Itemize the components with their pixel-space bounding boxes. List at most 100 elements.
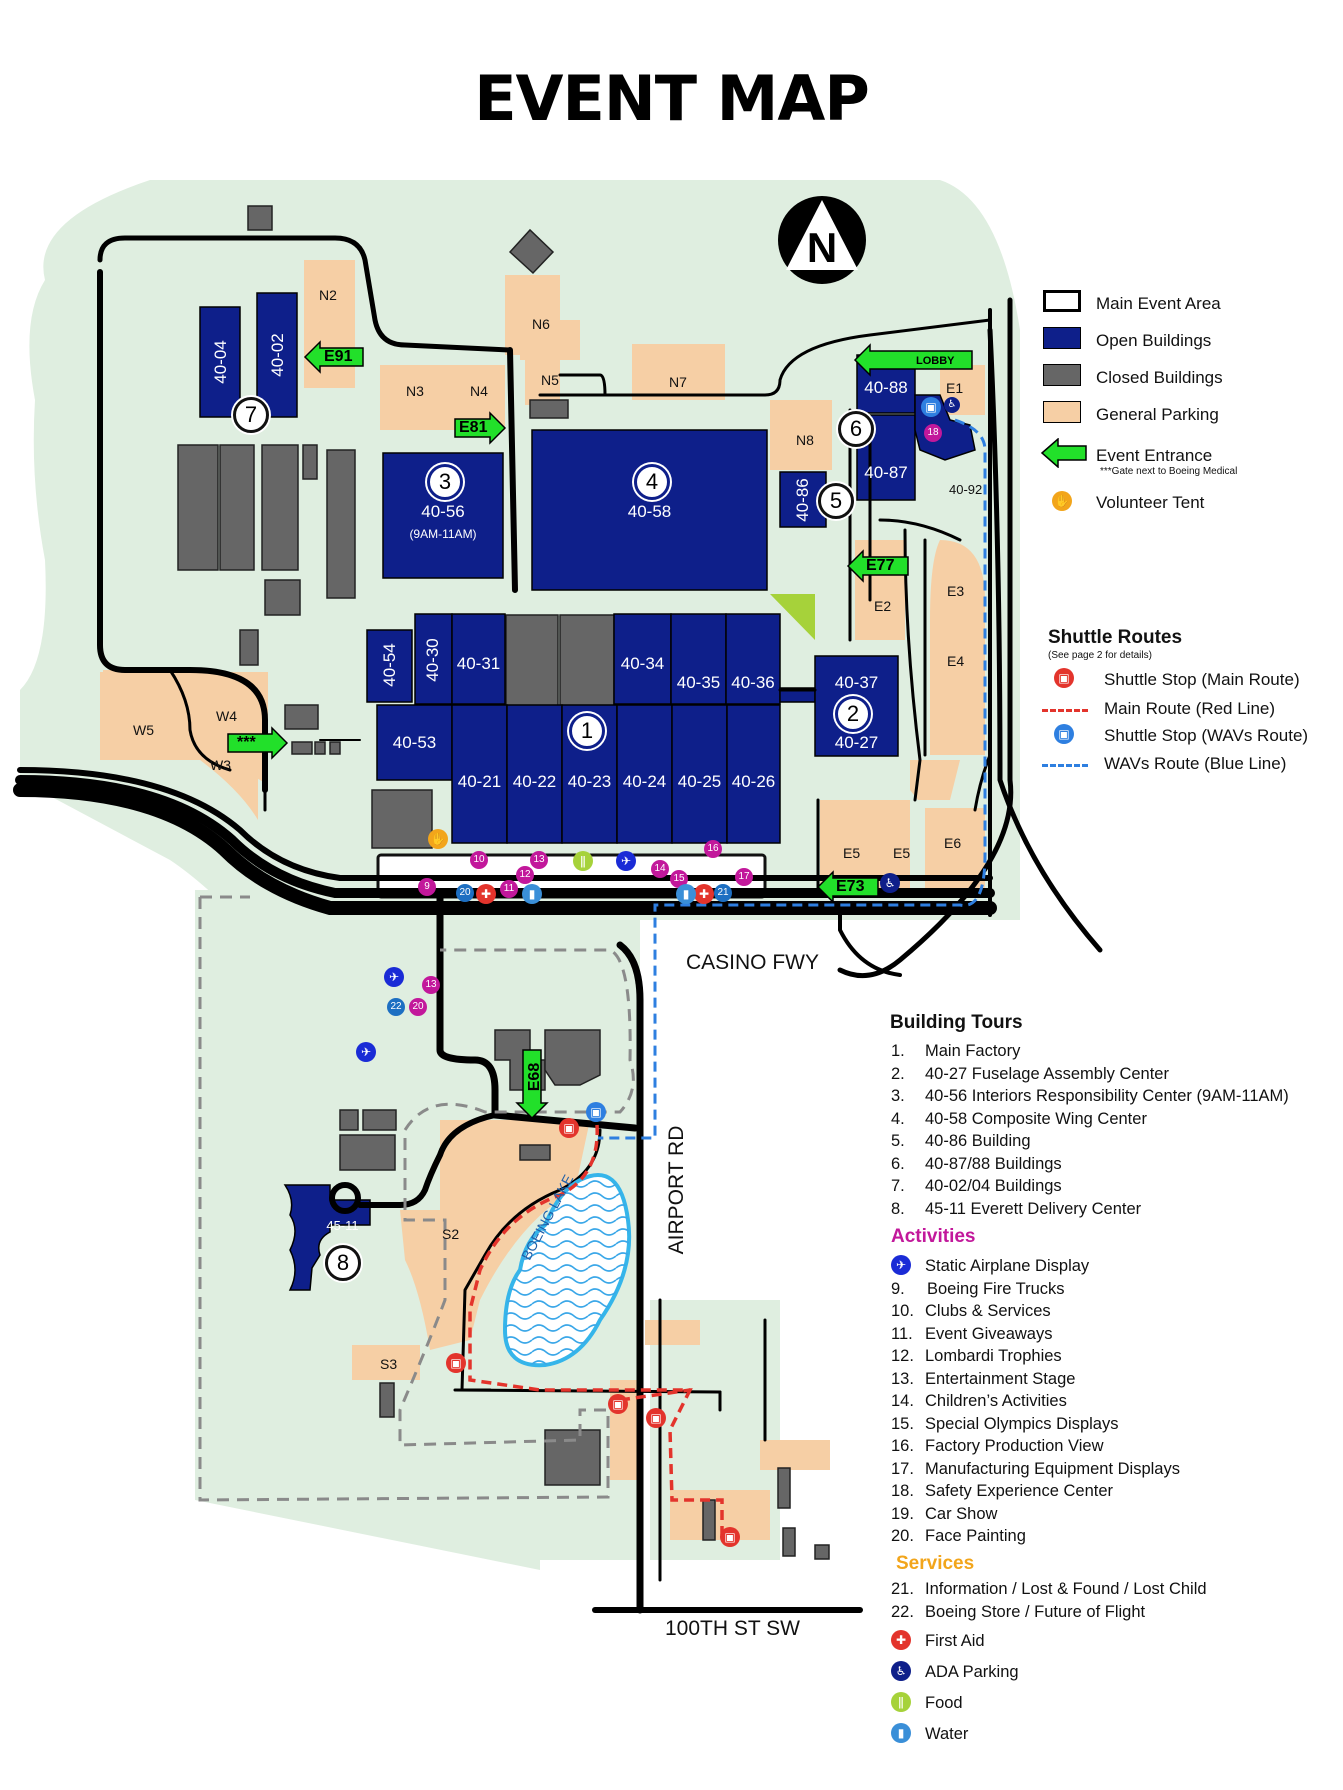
activity-marker-15: 15 xyxy=(670,870,688,888)
svg-text:N: N xyxy=(807,224,837,271)
entrance-E73: E73 xyxy=(836,878,865,895)
shuttle-stop-main-icon: ▣ xyxy=(446,1353,466,1373)
shuttle-stop-wavs-icon: ▣ xyxy=(1054,724,1074,744)
activity-num-12: 12. xyxy=(891,1347,914,1365)
airplane-icon: ✈ xyxy=(384,967,404,987)
airplane-icon: ✈ xyxy=(616,851,636,871)
building-40-27: 40-27 xyxy=(834,733,879,752)
activity-num-10: 10. xyxy=(891,1302,914,1320)
activity-item-11: Event Giveaways xyxy=(925,1325,1053,1343)
shuttle-stop-main-icon: ▣ xyxy=(559,1118,579,1138)
service-item-22: Boeing Store / Future of Flight xyxy=(925,1603,1146,1621)
tour-marker-5: 5 xyxy=(818,483,854,519)
parking-N6: N6 xyxy=(532,316,550,332)
building-40-37: 40-37 xyxy=(834,673,879,692)
legend-entrance-note: ***Gate next to Boeing Medical xyxy=(1100,466,1238,477)
activity-item-16: Factory Production View xyxy=(925,1437,1104,1455)
tour-marker-1: 1 xyxy=(569,713,605,749)
building-40-53: 40-53 xyxy=(392,733,437,752)
building-45-11: 45-11 xyxy=(326,1218,359,1233)
legend-volunteer-tent: Volunteer Tent xyxy=(1096,493,1205,512)
building-40-26: 40-26 xyxy=(731,772,776,791)
water-icon: ▮ xyxy=(676,884,696,904)
tour-item-2: 40-27 Fuselage Assembly Center xyxy=(925,1065,1169,1083)
legend-open-buildings: Open Buildings xyxy=(1096,331,1212,350)
legend-parking-swatch xyxy=(1043,401,1081,423)
tour-item-3: 40-56 Interiors Responsibility Center (9… xyxy=(925,1087,1289,1105)
activity-num-11: 11. xyxy=(891,1325,913,1343)
south-boundary-dashed xyxy=(198,897,635,1502)
shuttle-stop-main-icon: ▣ xyxy=(720,1527,740,1547)
parking-E4: E4 xyxy=(947,653,965,669)
tour-num-7: 7. xyxy=(891,1177,905,1195)
blue-line-swatch xyxy=(1042,764,1088,767)
activity-item-13: Entertainment Stage xyxy=(925,1370,1076,1388)
building-40-35: 40-35 xyxy=(676,673,721,692)
building-40-36: 40-36 xyxy=(731,673,775,692)
building-40-25: 40-25 xyxy=(677,772,722,791)
legend-general-parking: General Parking xyxy=(1096,405,1219,424)
red-line-swatch xyxy=(1042,709,1088,712)
service-ada-parking: ADA Parking xyxy=(925,1663,1019,1681)
shuttle-note: (See page 2 for details) xyxy=(1048,650,1152,661)
parking-E5-left: E5 xyxy=(843,845,861,861)
airplane-icon: ✈ xyxy=(891,1255,911,1275)
parking-N2: N2 xyxy=(319,287,337,303)
tour-marker-8: 8 xyxy=(325,1245,361,1281)
building-40-87: 40-87 xyxy=(864,463,908,482)
food-icon: ǁ xyxy=(573,851,593,871)
parking-N4: N4 xyxy=(470,383,488,399)
activity-marker-14: 14 xyxy=(651,860,669,878)
airplane-icon: ✈ xyxy=(356,1042,376,1062)
parking-E2: E2 xyxy=(874,598,892,614)
tour-num-8: 8. xyxy=(891,1200,905,1218)
activity-item-20: Face Painting xyxy=(925,1527,1026,1545)
entrance-gate: *** xyxy=(237,734,256,751)
parking-N8: N8 xyxy=(796,432,814,448)
activity-marker-16: 16 xyxy=(704,840,722,858)
ada-parking-icon: ♿ xyxy=(891,1661,911,1681)
first-aid-icon: ✚ xyxy=(891,1630,911,1650)
building-40-58: 40-58 xyxy=(627,502,672,521)
main-route-red xyxy=(468,1124,724,1535)
activity-marker-10: 10 xyxy=(470,851,488,869)
tours-heading: Building Tours xyxy=(890,1012,1023,1033)
activity-num-18: 18. xyxy=(891,1482,914,1500)
activity-marker-9: 9 xyxy=(418,878,436,896)
entrance-arrows xyxy=(227,340,973,1120)
service-item-21: Information / Lost & Found / Lost Child xyxy=(925,1580,1207,1598)
legend-main-area: Main Event Area xyxy=(1096,294,1221,313)
activity-item-10: Clubs & Services xyxy=(925,1302,1051,1320)
service-num-21: 21. xyxy=(891,1580,914,1598)
service-food: Food xyxy=(925,1694,963,1712)
service-first-aid: First Aid xyxy=(925,1632,985,1650)
service-marker-21: 21 xyxy=(714,884,732,902)
building-40-31: 40-31 xyxy=(456,654,501,673)
legend-closed-buildings: Closed Buildings xyxy=(1096,368,1223,387)
tour-num-2: 2. xyxy=(891,1065,905,1083)
building-40-24: 40-24 xyxy=(622,772,667,791)
tour-num-1: 1. xyxy=(891,1042,905,1060)
parking-W5: W5 xyxy=(133,722,154,738)
tour-marker-7: 7 xyxy=(233,397,269,433)
building-40-88: 40-88 xyxy=(864,378,908,397)
activity-airplane: Static Airplane Display xyxy=(925,1257,1090,1275)
service-water: Water xyxy=(925,1725,969,1743)
activity-item-12: Lombardi Trophies xyxy=(925,1347,1062,1365)
activity-item-15: Special Olympics Displays xyxy=(925,1415,1119,1433)
first-aid-icon: ✚ xyxy=(476,884,496,904)
water-icon: ▮ xyxy=(891,1723,911,1743)
tour-num-3: 3. xyxy=(891,1087,905,1105)
legend-closed-swatch xyxy=(1043,364,1081,386)
tour-num-6: 6. xyxy=(891,1155,905,1173)
parking-S3: S3 xyxy=(380,1356,398,1372)
tour-num-4: 4. xyxy=(891,1110,905,1128)
activity-num-19: 19. xyxy=(891,1505,914,1523)
road-airport-rd: AIRPORT RD xyxy=(665,1125,688,1255)
legend-entrance-arrow-icon xyxy=(1040,438,1087,468)
building-40-34: 40-34 xyxy=(620,654,665,673)
parking-W3: W3 xyxy=(210,757,231,773)
building-40-92: 40-92 xyxy=(949,482,983,497)
tour-marker-6: 6 xyxy=(838,411,874,447)
